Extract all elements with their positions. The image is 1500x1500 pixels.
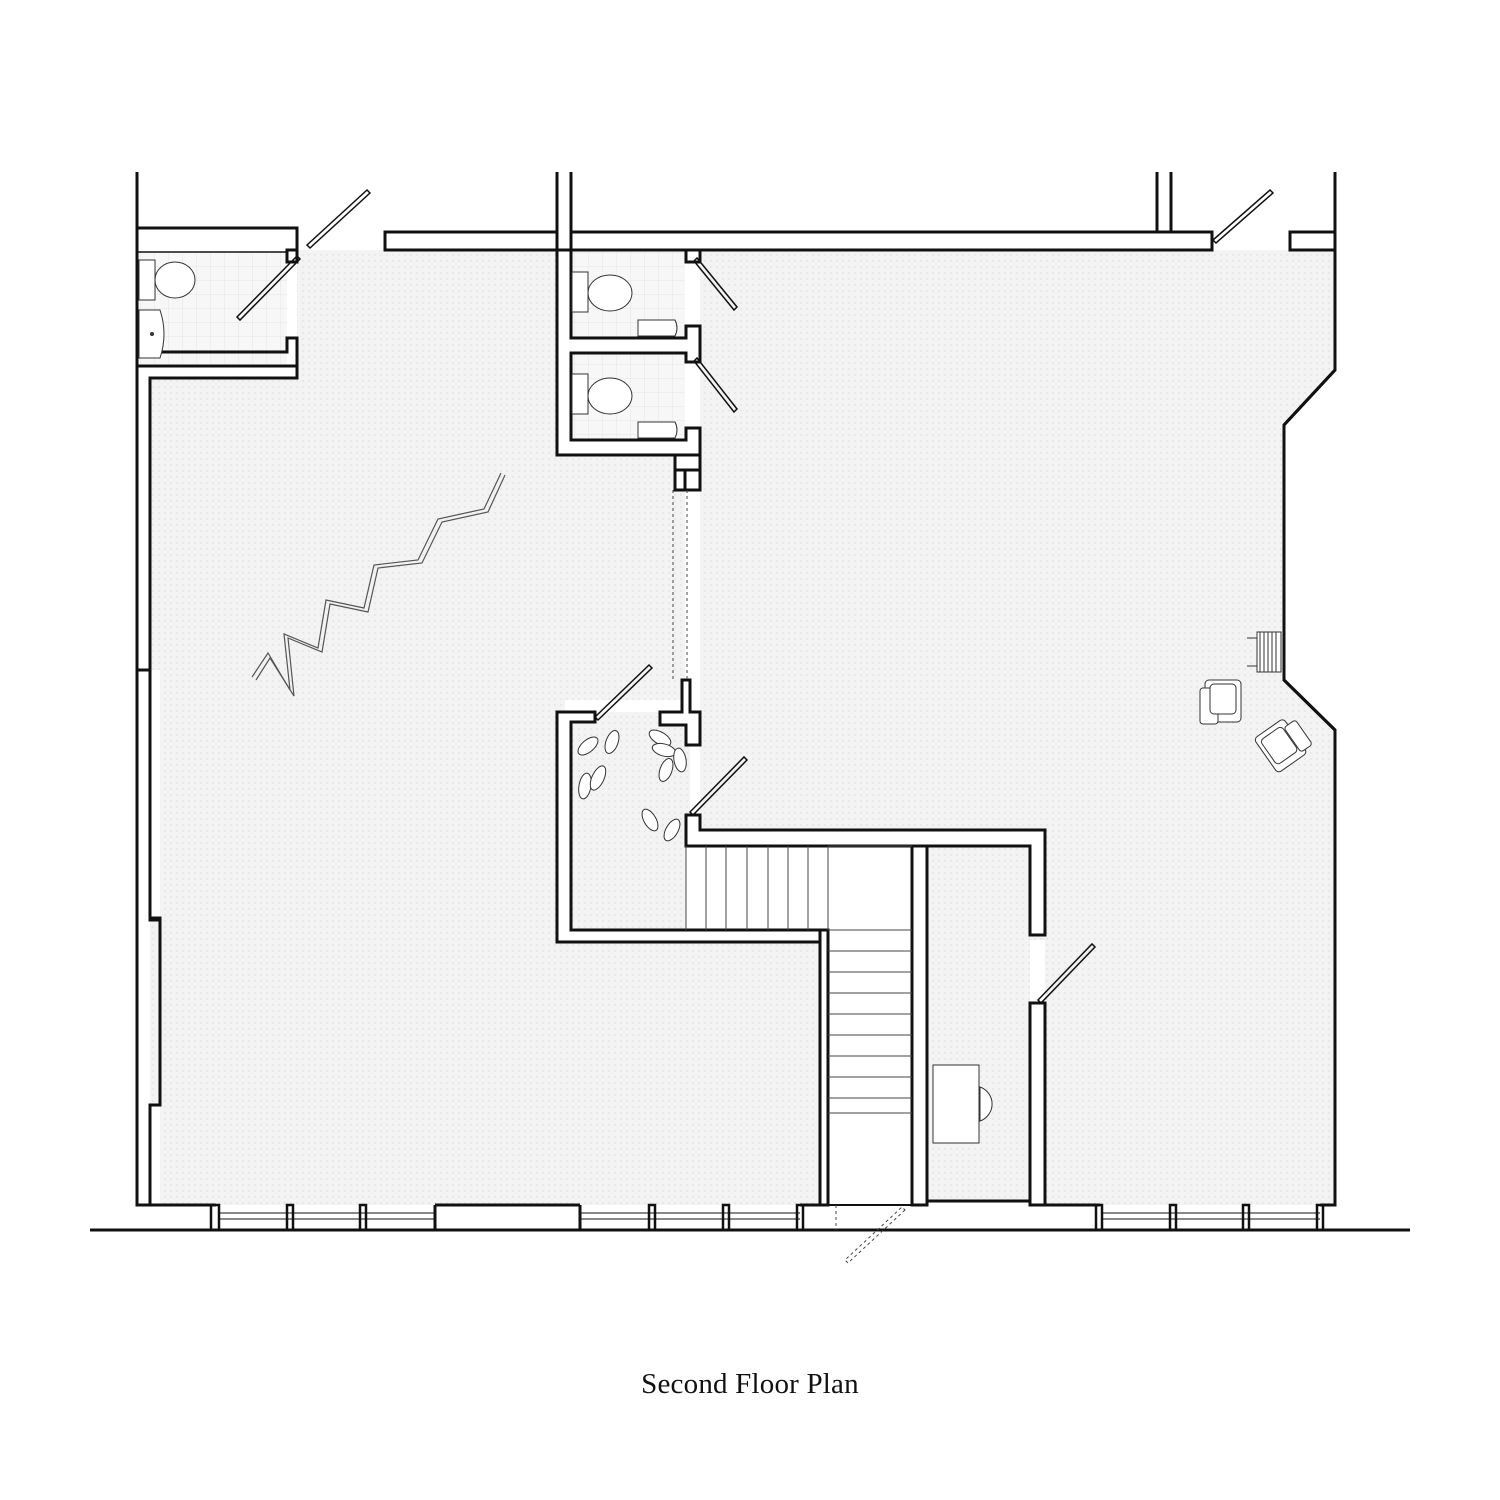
- door-swing-icon: [235, 188, 1275, 1005]
- slipper-icon: [577, 729, 687, 842]
- sink-icon: [138, 309, 678, 439]
- staircase-icon: [685, 845, 912, 1114]
- window-icon: [209, 1203, 1325, 1232]
- toilet-icon: [138, 259, 633, 415]
- dashed-opening: [672, 490, 906, 1264]
- desk-icon: [932, 1064, 993, 1144]
- armchair-icon: [1199, 679, 1312, 773]
- plan-title: Second Floor Plan: [641, 1368, 859, 1400]
- radiator-icon: [1247, 631, 1282, 673]
- south-wall: [90, 1203, 1410, 1232]
- zigzag-sculpture: [251, 472, 506, 697]
- floor-area: [137, 250, 1335, 1205]
